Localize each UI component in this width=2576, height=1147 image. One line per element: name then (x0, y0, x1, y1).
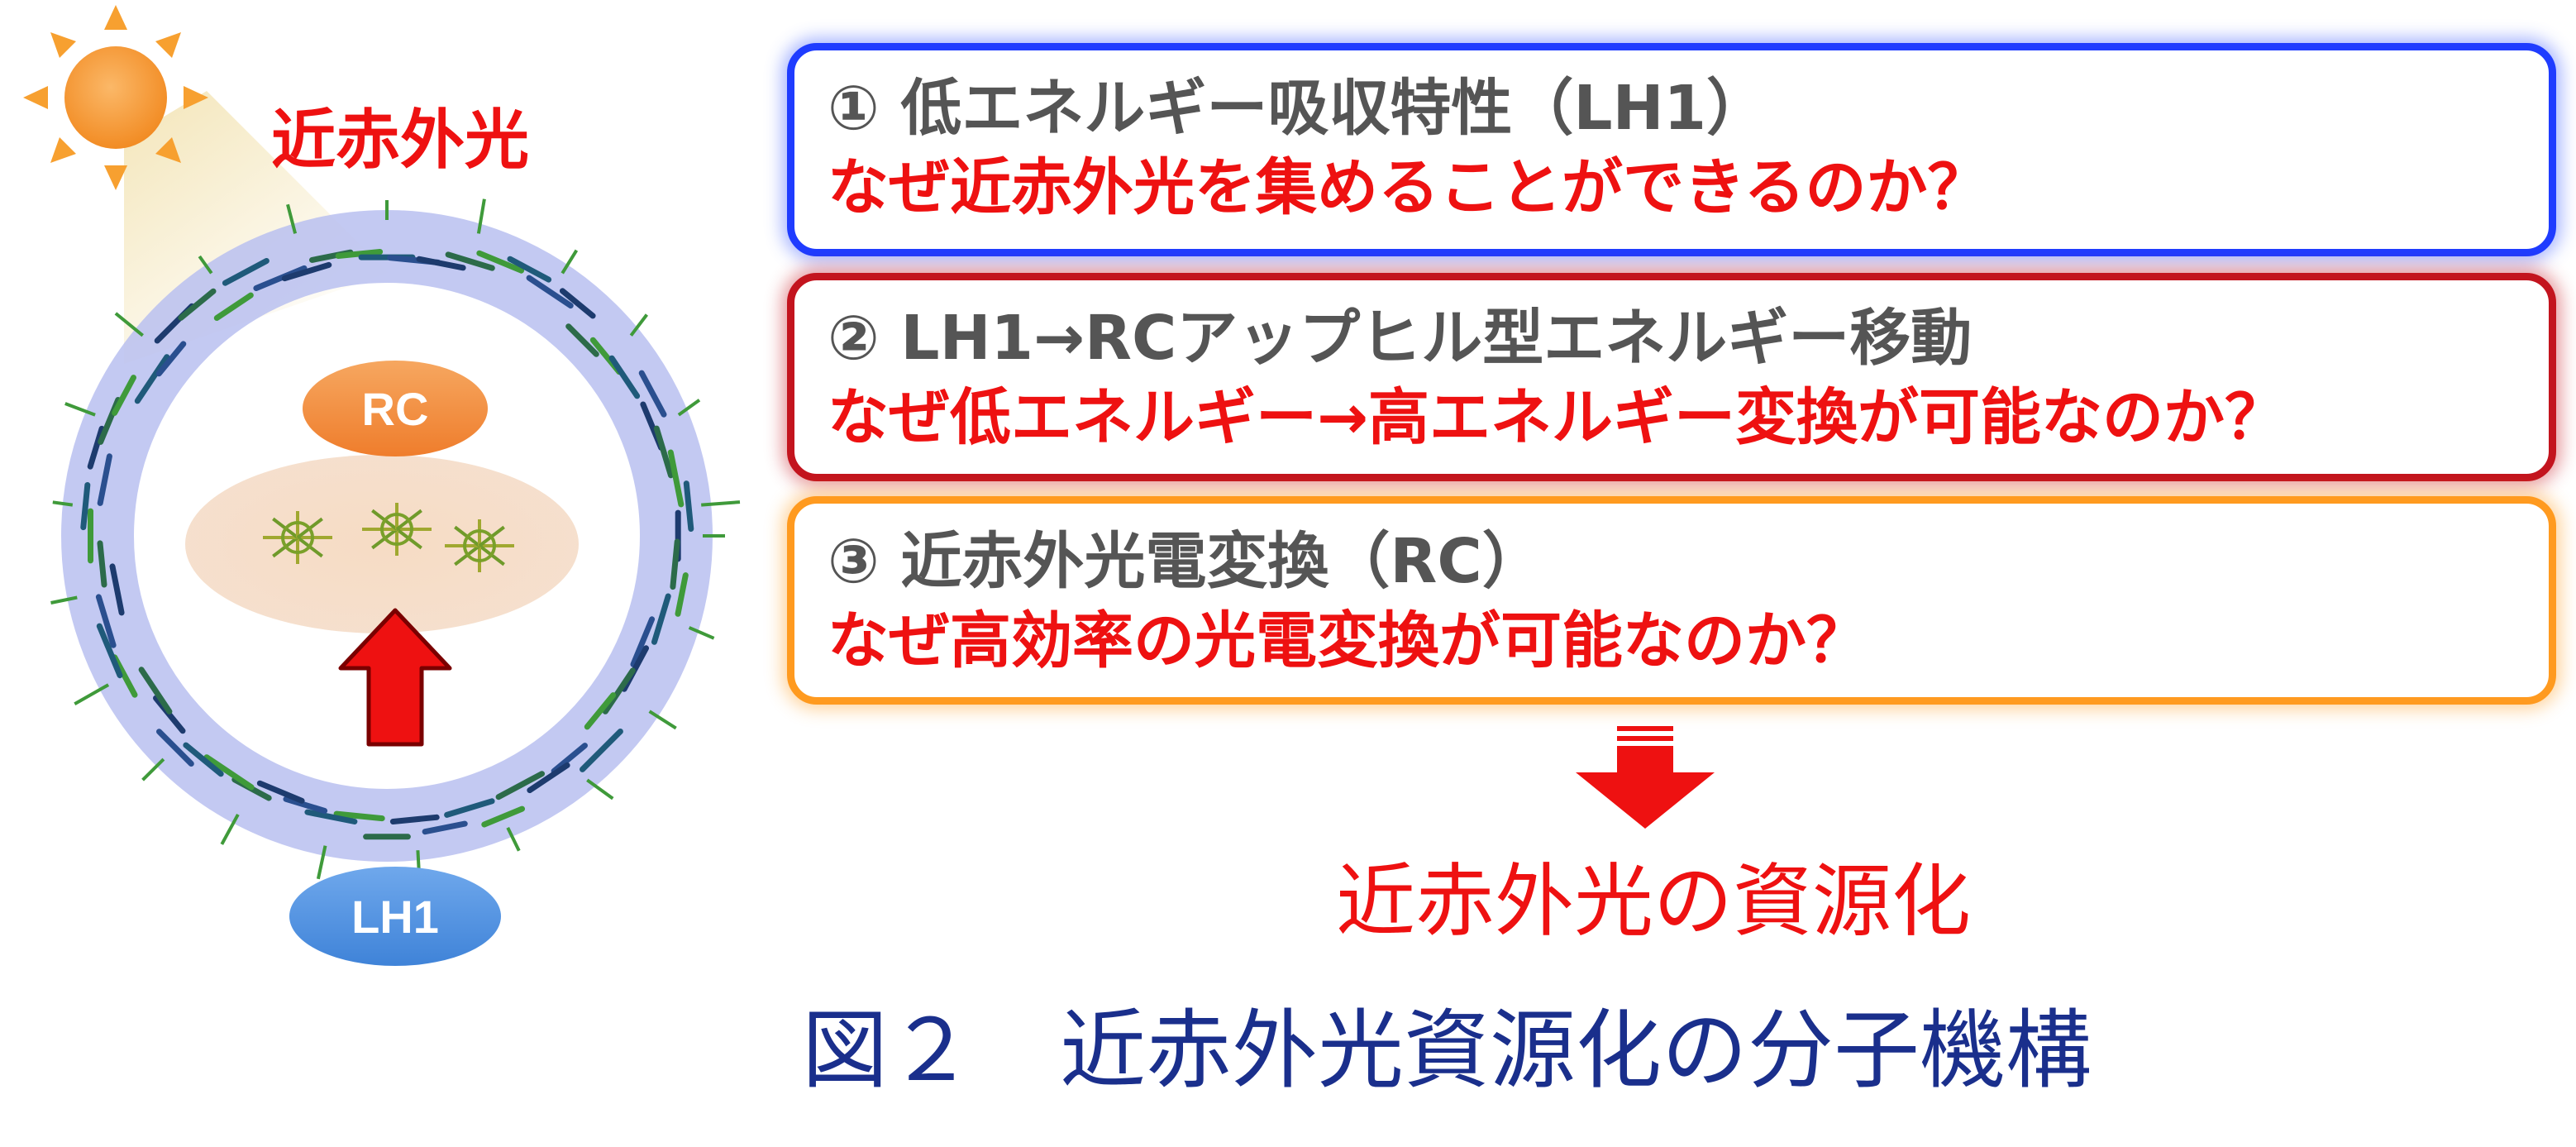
question-1-title: ① 低エネルギー吸収特性（LH1） (828, 73, 1767, 144)
lh1-pigment-ring (50, 198, 741, 891)
lh1-badge: LH1 (289, 867, 501, 966)
rc-badge-label: RC (362, 383, 429, 435)
rc-core (185, 455, 579, 633)
rc-pigments (263, 503, 514, 572)
result-label: 近赤外光の資源化 (1336, 855, 1971, 948)
question-2-text: なぜ低エネルギー→高エネルギー変換が可能なのか？ (828, 382, 2287, 453)
question-3-text: なぜ高効率の光電変換が可能なのか？ (828, 605, 1868, 676)
rc-badge: RC (303, 361, 488, 456)
question-box-1: ① 低エネルギー吸収特性（LH1） なぜ近赤外光を集めることができるのか？ (787, 43, 2556, 256)
figure-caption: 図２ 近赤外光資源化の分子機構 (801, 1000, 2092, 1101)
result-arrow (1576, 726, 1715, 829)
question-2-title: ② LH1→RCアップヒル型エネルギー移動 (828, 303, 1973, 374)
sun-icon (23, 5, 208, 190)
question-1-text: なぜ近赤外光を集めることができるのか？ (828, 152, 1989, 223)
lh1-badge-label: LH1 (351, 891, 439, 943)
question-box-3: ③ 近赤外光電変換（RC） なぜ高効率の光電変換が可能なのか？ (787, 496, 2556, 705)
question-box-2: ② LH1→RCアップヒル型エネルギー移動 なぜ低エネルギー→高エネルギー変換が… (787, 273, 2556, 481)
question-3-title: ③ 近赤外光電変換（RC） (828, 526, 1543, 597)
near-infrared-label: 近赤外光 (271, 103, 530, 178)
energy-transfer-arrow (338, 608, 452, 747)
